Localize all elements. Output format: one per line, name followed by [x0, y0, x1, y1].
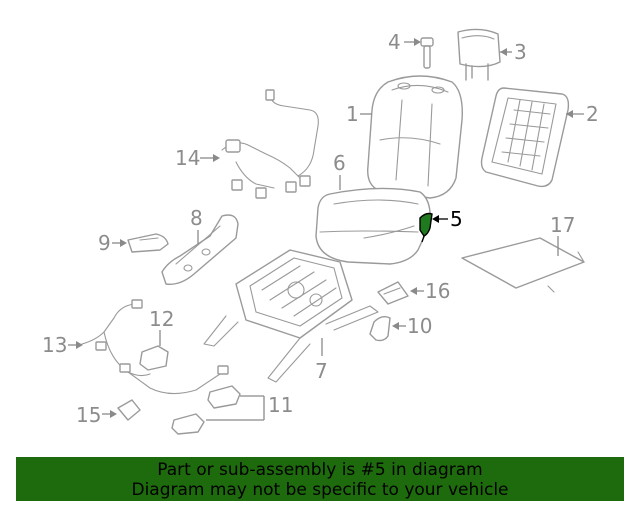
part-2-seatback-frame[interactable] [480, 87, 570, 188]
part-8-side-cover[interactable] [161, 214, 239, 285]
callout-14: 14 [175, 146, 220, 170]
part-9-knob[interactable] [127, 233, 169, 253]
svg-text:2: 2 [586, 102, 599, 126]
part-17-panel[interactable] [461, 237, 585, 293]
part-12-module[interactable] [139, 345, 169, 371]
callout-17: 17 [550, 213, 575, 256]
svg-text:7: 7 [315, 359, 328, 383]
part-6-seat-cushion[interactable] [315, 187, 431, 265]
callout-3: 3 [500, 40, 527, 64]
part-7-seat-frame[interactable] [203, 249, 379, 383]
part-16-bracket[interactable] [377, 281, 409, 305]
svg-text:9: 9 [98, 231, 111, 255]
part-10-cover[interactable] [369, 315, 391, 342]
part-4-headrest-guide[interactable] [420, 37, 434, 69]
part-13-lower-harness[interactable] [81, 299, 229, 395]
notice-line-1: Part or sub-assembly is #5 in diagram [157, 460, 483, 480]
svg-text:16: 16 [425, 279, 450, 303]
part-15-connector[interactable] [117, 399, 141, 421]
svg-text:14: 14 [175, 146, 200, 170]
callout-13: 13 [42, 333, 83, 357]
callout-12: 12 [149, 307, 174, 346]
part-3-headrest[interactable] [457, 28, 501, 81]
callout-15: 15 [76, 403, 117, 427]
part-1-seatback[interactable] [367, 75, 463, 199]
svg-text:3: 3 [514, 40, 527, 64]
callout-5: 5 [432, 207, 463, 231]
svg-text:6: 6 [333, 151, 346, 175]
svg-text:1: 1 [346, 102, 359, 126]
callout-2: 2 [566, 102, 599, 126]
part-14-wire-harness[interactable] [221, 89, 319, 199]
part-5-clip[interactable] [419, 212, 433, 243]
callout-6: 6 [333, 151, 346, 190]
parts-diagram: 4 3 1 2 [42, 28, 599, 435]
callout-10: 10 [392, 314, 432, 338]
svg-text:5: 5 [450, 207, 463, 231]
svg-text:12: 12 [149, 307, 174, 331]
svg-text:15: 15 [76, 403, 101, 427]
part-11-switches[interactable] [171, 385, 241, 435]
svg-text:13: 13 [42, 333, 67, 357]
callout-1: 1 [346, 102, 372, 126]
svg-text:11: 11 [268, 393, 293, 417]
callout-11: 11 [206, 393, 293, 421]
svg-text:8: 8 [190, 206, 203, 230]
notice-banner: Part or sub-assembly is #5 in diagram Di… [16, 457, 624, 501]
svg-text:17: 17 [550, 213, 575, 237]
notice-line-2: Diagram may not be specific to your vehi… [131, 480, 509, 500]
svg-text:4: 4 [388, 30, 401, 54]
callout-16: 16 [410, 279, 450, 303]
callout-4: 4 [388, 30, 421, 54]
svg-text:10: 10 [407, 314, 432, 338]
callout-8: 8 [190, 206, 203, 244]
callout-9: 9 [98, 231, 127, 255]
callout-7: 7 [315, 338, 328, 383]
